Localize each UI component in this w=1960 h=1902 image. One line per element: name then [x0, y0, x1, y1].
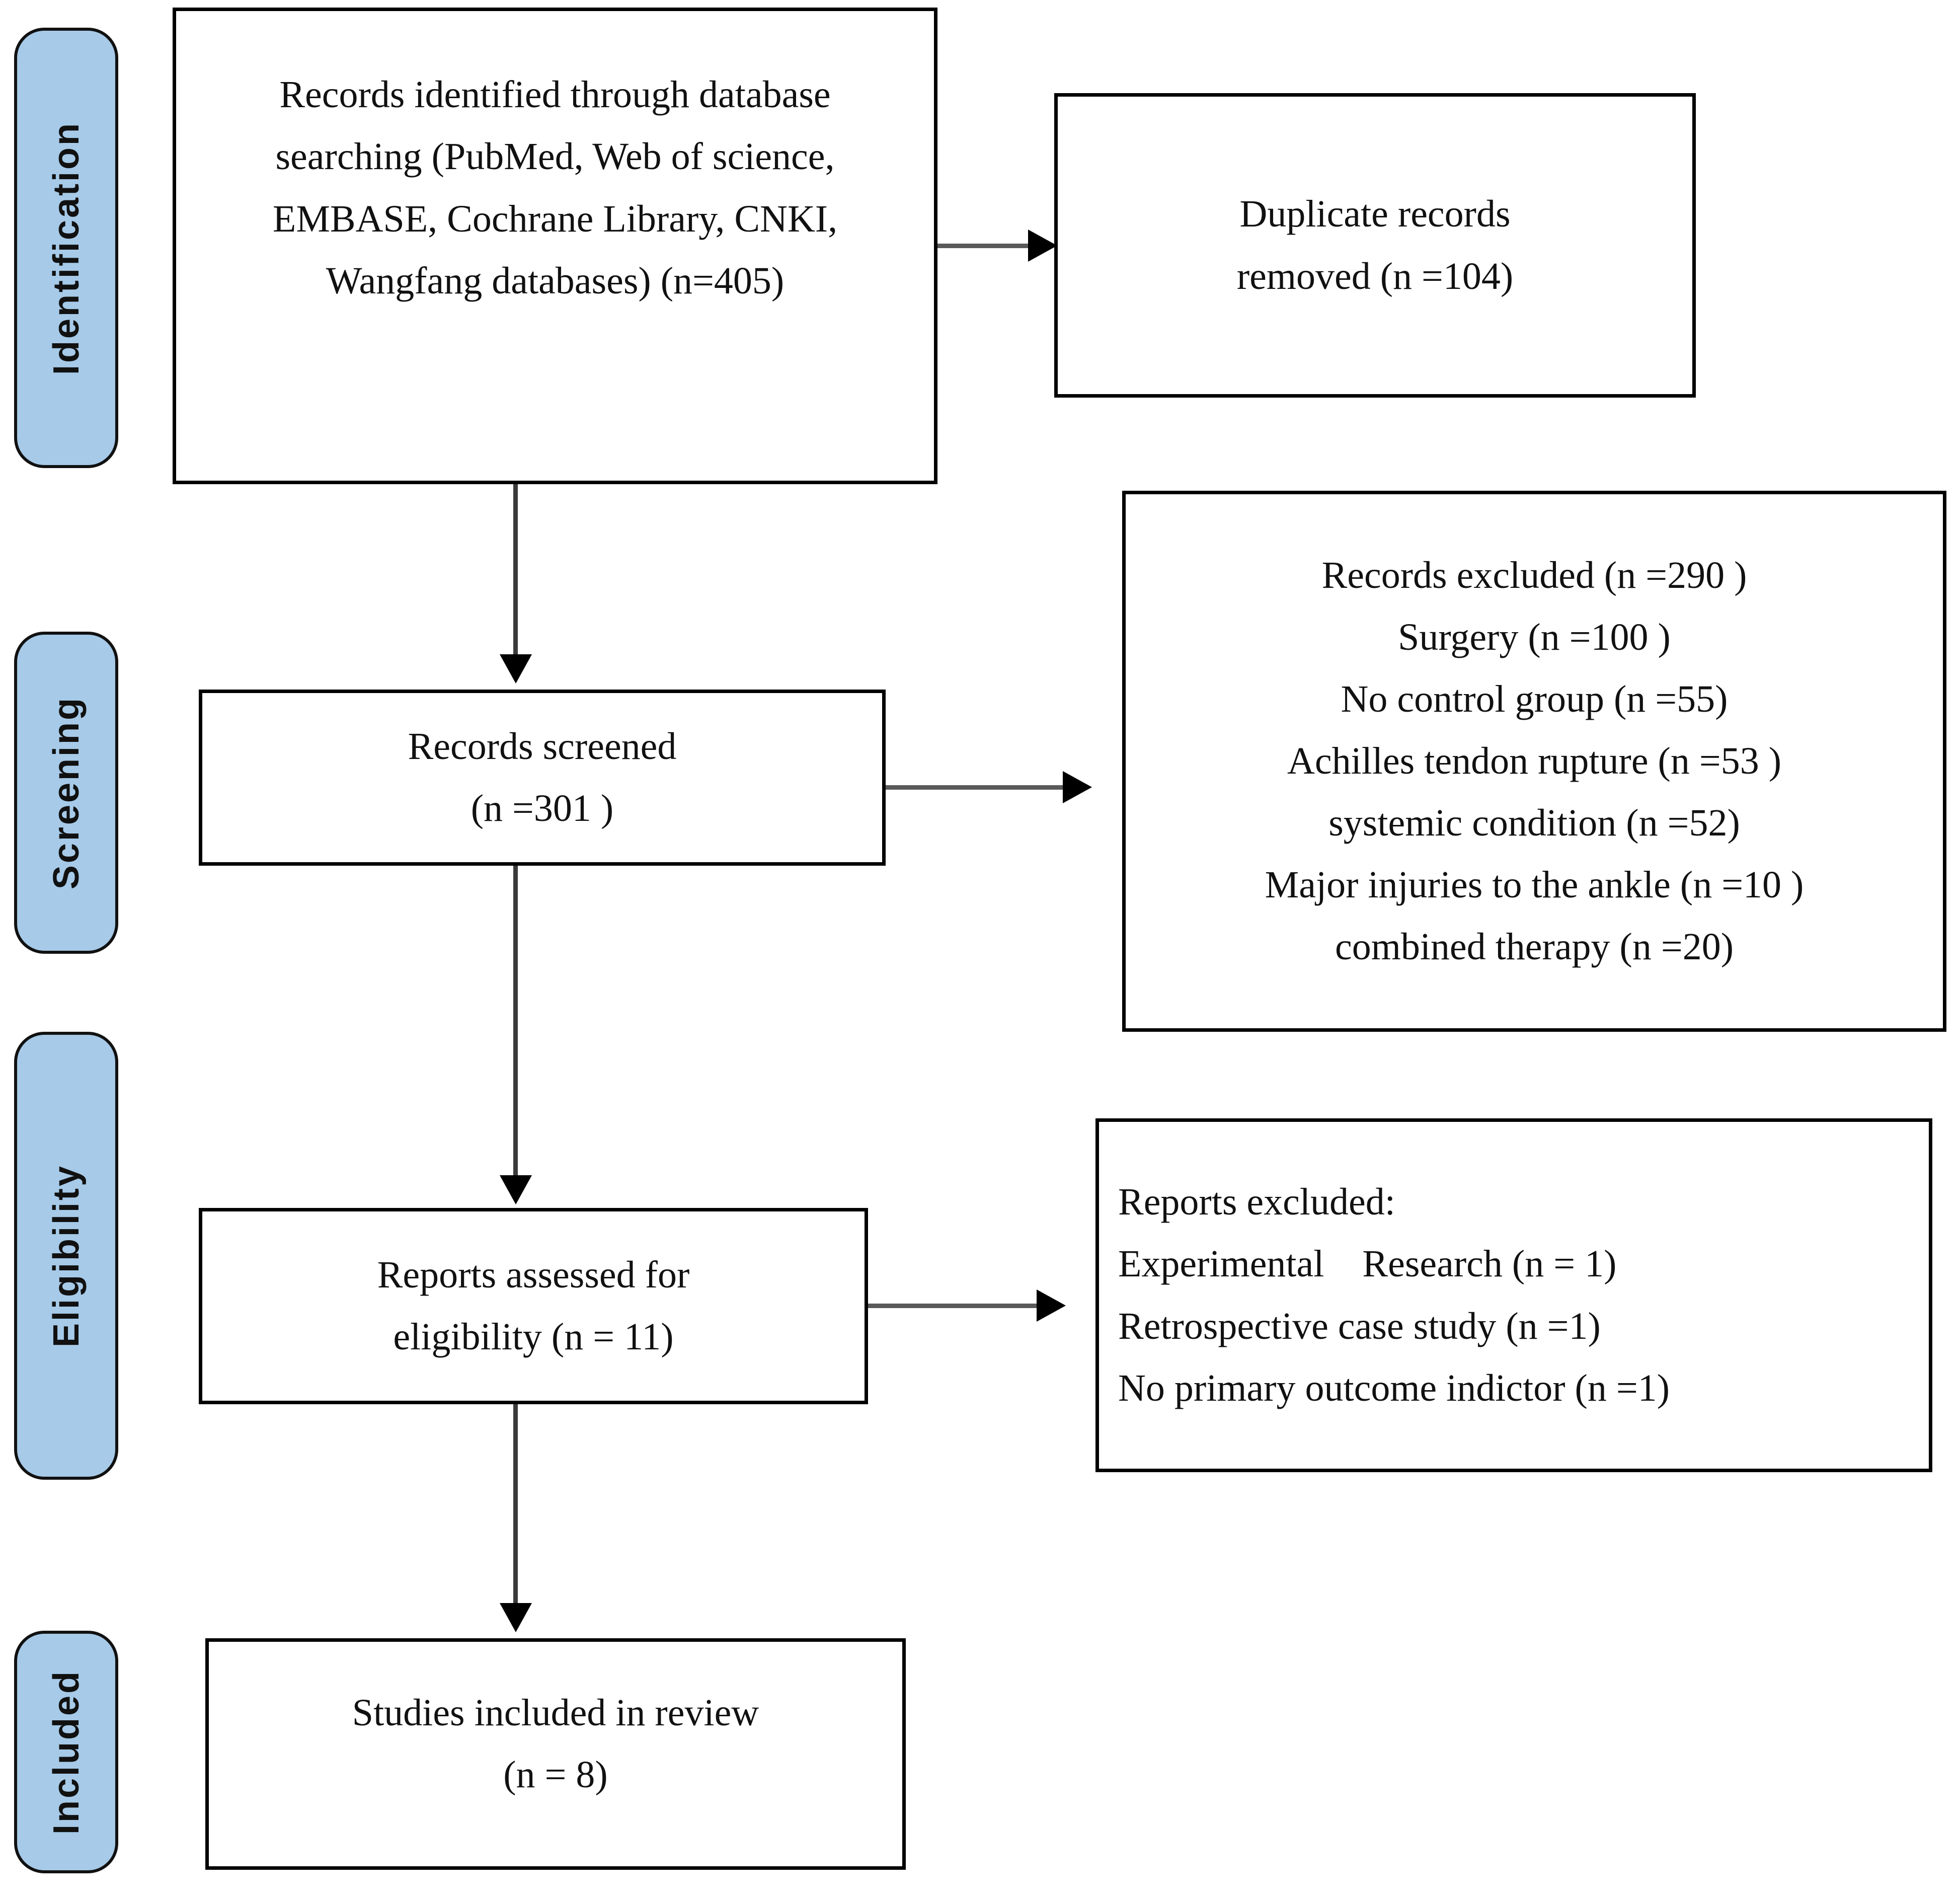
stage-pill-included: Included: [14, 1631, 118, 1873]
stage-label-identification: Identification: [46, 121, 87, 375]
reports-excluded-line-2: Experimental Research (n = 1): [1118, 1243, 1617, 1285]
arrowhead-screened-to-excluded: [1063, 771, 1092, 803]
stage-pill-eligibility: Eligibility: [14, 1032, 118, 1480]
studies-included-line-2: (n = 8): [503, 1754, 608, 1796]
records-identified-line-4: Wangfang databases) (n=405): [326, 259, 785, 302]
arrowhead-identified-to-duplicates: [1028, 230, 1057, 262]
arrowhead-identified-to-screened: [500, 654, 532, 683]
stage-pill-identification: Identification: [14, 28, 118, 468]
connector-screened-to-assessed: [513, 866, 518, 1178]
records-identified-line-2: searching (PubMed, Web of science,: [275, 135, 835, 178]
records-identified-line-3: EMBASE, Cochrane Library, CNKI,: [272, 197, 838, 240]
duplicates-removed-line-2: removed (n =104): [1236, 255, 1514, 297]
duplicates-removed-line-1: Duplicate records: [1239, 193, 1511, 236]
connector-assessed-to-reports-excluded: [868, 1304, 1039, 1308]
records-excluded-line-3: No control group (n =55): [1341, 677, 1728, 720]
records-excluded-line-2: Surgery (n =100 ): [1398, 616, 1671, 658]
reports-assessed-line-2: eligibility (n = 11): [393, 1316, 674, 1358]
records-screened-line-1: Records screened: [408, 725, 677, 768]
box-reports-assessed: Reports assessed for eligibility (n = 11…: [199, 1208, 868, 1404]
reports-excluded-line-4: No primary outcome indictor (n =1): [1118, 1366, 1670, 1409]
studies-included-line-1: Studies included in review: [352, 1691, 759, 1734]
reports-excluded-line-1: Reports excluded:: [1118, 1181, 1395, 1224]
connector-identified-to-duplicates: [937, 244, 1033, 248]
stage-label-included: Included: [46, 1669, 87, 1835]
records-excluded-line-4: Achilles tendon rupture (n =53 ): [1287, 739, 1782, 782]
box-studies-included: Studies included in review (n = 8): [205, 1638, 906, 1870]
reports-assessed-line-1: Reports assessed for: [377, 1253, 690, 1296]
stage-pill-screening: Screening: [14, 632, 118, 954]
records-excluded-line-7: combined therapy (n =20): [1335, 926, 1734, 968]
records-excluded-line-1: Records excluded (n =290 ): [1321, 554, 1747, 596]
box-records-identified: Records identified through database sear…: [173, 8, 937, 484]
records-excluded-line-5: systemic condition (n =52): [1328, 802, 1740, 845]
records-identified-line-1: Records identified through database: [279, 73, 831, 116]
arrowhead-screened-to-assessed: [500, 1175, 532, 1204]
box-reports-excluded: Reports excluded: Experimental Research …: [1095, 1118, 1932, 1472]
connector-screened-to-excluded: [886, 785, 1067, 790]
box-records-screened: Records screened (n =301 ): [199, 690, 886, 866]
arrowhead-assessed-to-included: [500, 1603, 532, 1632]
records-screened-line-2: (n =301 ): [471, 787, 614, 829]
arrowhead-assessed-to-reports-excluded: [1037, 1289, 1066, 1322]
records-excluded-line-6: Major injuries to the ankle (n =10 ): [1265, 864, 1804, 906]
reports-excluded-line-3: Retrospective case study (n =1): [1118, 1305, 1601, 1347]
box-duplicates-removed: Duplicate records removed (n =104): [1054, 93, 1696, 398]
stage-label-eligibility: Eligibility: [46, 1164, 87, 1348]
stage-label-screening: Screening: [46, 696, 87, 890]
connector-identified-to-screened: [513, 484, 518, 658]
box-records-excluded: Records excluded (n =290 ) Surgery (n =1…: [1122, 491, 1946, 1032]
connector-assessed-to-included: [513, 1404, 518, 1606]
